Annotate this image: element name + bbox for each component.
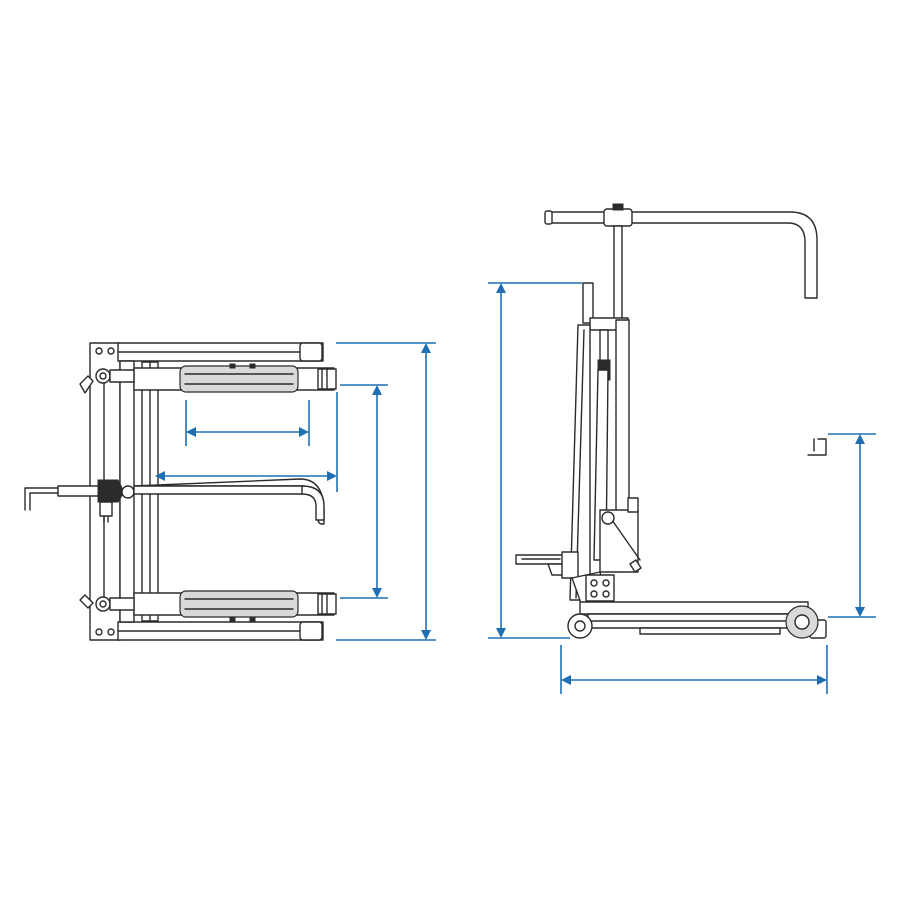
bolt-icon [107, 347, 115, 355]
handle-shaft [613, 225, 623, 322]
bolt-icon [107, 628, 115, 636]
top-view-dimensions [155, 342, 436, 641]
pump-valve-icon [97, 479, 125, 503]
side-view [515, 203, 827, 639]
side-view-dimensions [488, 282, 876, 694]
lock-knob-bottom [95, 596, 111, 612]
front-wheel [567, 613, 593, 639]
roller-top [179, 365, 299, 393]
chassis-top [579, 601, 809, 615]
t-handle [547, 211, 818, 299]
handle-hub [603, 208, 633, 227]
hydraulic-pump [57, 485, 101, 497]
mast-top [582, 282, 594, 324]
bolt-icon [95, 347, 103, 355]
roller-bottom [179, 590, 299, 618]
lock-knob-top [95, 368, 111, 384]
bolt-icon [95, 628, 103, 636]
bracket-clip [807, 438, 827, 456]
handle-grip [24, 487, 61, 511]
top-view [24, 342, 337, 641]
mast-column [615, 319, 630, 521]
